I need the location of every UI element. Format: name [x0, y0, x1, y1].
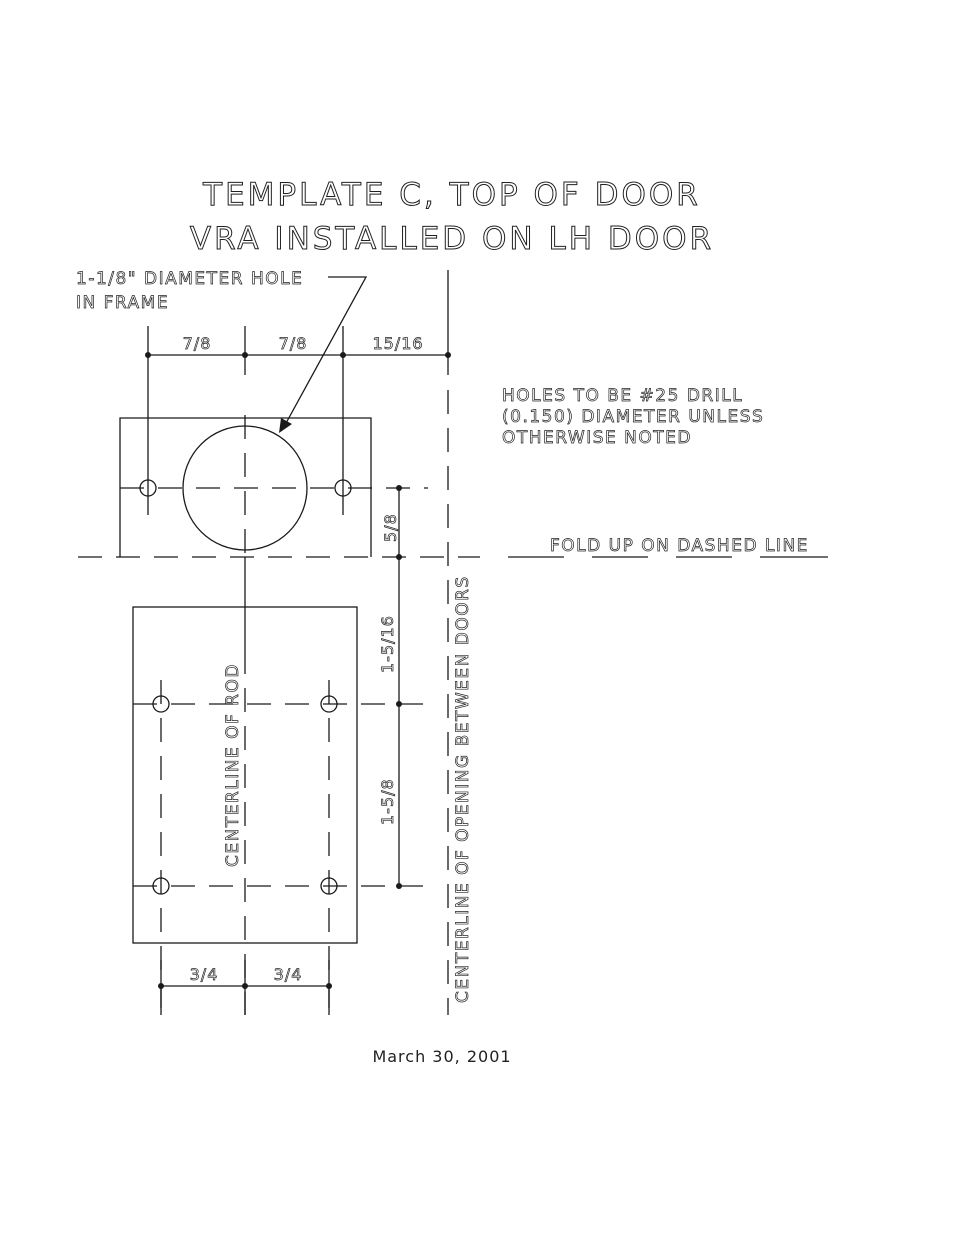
- top-dimension-chain: [145, 326, 451, 515]
- dim-bottom-right: 3/4: [274, 965, 303, 984]
- rod-centerline-label: CENTERLINE OF ROD: [223, 663, 243, 867]
- title-line-2: VRA INSTALLED ON LH DOOR: [190, 221, 714, 257]
- hole-label-line-1: 1-1/8" DIAMETER HOLE: [76, 269, 303, 289]
- dim-vertical-upper: 5/8: [381, 513, 400, 542]
- hole-label-line-2: IN FRAME: [76, 293, 169, 313]
- vertical-dimension-chain: [396, 485, 402, 889]
- dim-bottom-left: 3/4: [190, 965, 219, 984]
- fold-note: FOLD UP ON DASHED LINE: [550, 536, 809, 556]
- dim-top-right: 15/16: [372, 334, 423, 353]
- drill-note-line-1: HOLES TO BE #25 DRILL: [502, 386, 743, 406]
- drawing-date: March 30, 2001: [372, 1047, 511, 1066]
- dim-top-left: 7/8: [183, 334, 212, 353]
- dim-vertical-middle: 1-5/16: [378, 615, 397, 673]
- dim-top-middle: 7/8: [279, 334, 308, 353]
- opening-centerline-label: CENTERLINE OF OPENING BETWEEN DOORS: [453, 575, 473, 1003]
- dim-vertical-lower: 1-5/8: [378, 778, 397, 825]
- bottom-dimension-chain: [158, 960, 332, 1015]
- drill-note-line-3: OTHERWISE NOTED: [502, 428, 692, 448]
- drill-note-line-2: (0.150) DIAMETER UNLESS: [502, 407, 764, 427]
- title-line-1: TEMPLATE C, TOP OF DOOR: [202, 177, 701, 213]
